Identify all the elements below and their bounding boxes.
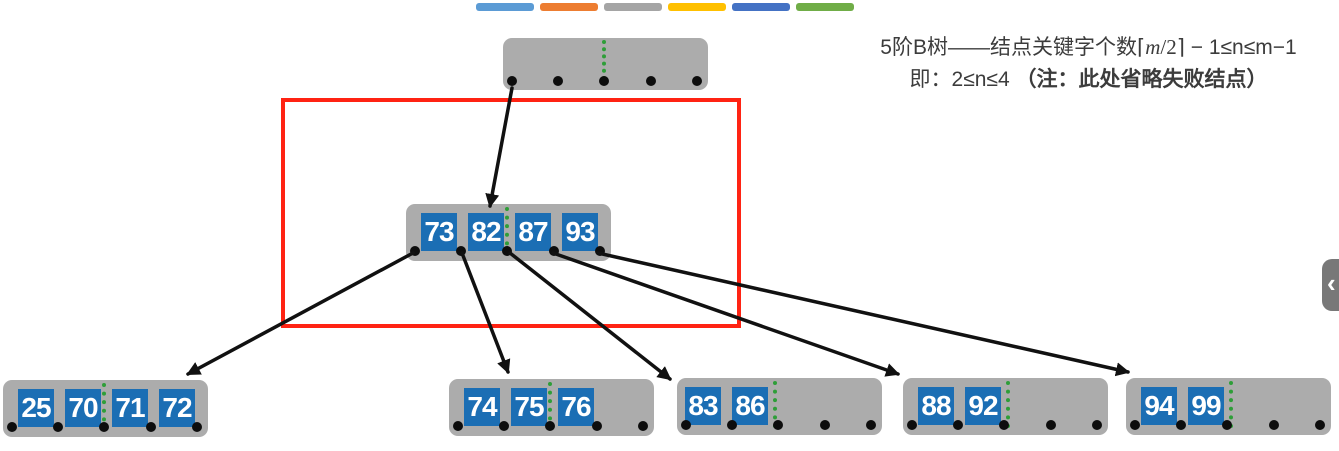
child-pointer-dot	[499, 421, 509, 431]
child-pointer-dot	[1269, 420, 1279, 430]
caption: 5阶B树——结点关键字个数⌈m/2⌉ − 1≤n≤m−1 即：2≤n≤4 （注：…	[838, 31, 1339, 96]
child-pointer-dot	[592, 421, 602, 431]
child-pointer-dot	[549, 246, 559, 256]
child-pointer-dot	[456, 246, 466, 256]
key-cell: 70	[65, 389, 101, 427]
btree-leaf-node-1: 25 70 71 72	[3, 380, 208, 437]
child-pointer-dot	[99, 422, 109, 432]
key-cell: 25	[18, 389, 54, 427]
child-pointer-dot	[681, 420, 691, 430]
child-pointer-dot	[820, 420, 830, 430]
child-pointer-dot	[866, 420, 876, 430]
btree-leaf-node-2: 74 75 76	[449, 379, 654, 436]
chevron-left-icon: ‹	[1327, 268, 1336, 298]
median-divider-line	[505, 207, 509, 254]
key-cell: 92	[965, 387, 1001, 425]
child-pointer-dot	[453, 421, 463, 431]
child-pointer-dot	[502, 246, 512, 256]
median-divider-line	[1006, 381, 1010, 428]
key-cell: 93	[562, 213, 598, 251]
median-divider-line	[548, 382, 552, 429]
key-cell: 94	[1141, 387, 1177, 425]
child-pointer-dot	[1092, 420, 1102, 430]
child-pointer-dot	[727, 420, 737, 430]
median-divider-line	[773, 381, 777, 428]
child-pointer-dot	[7, 422, 17, 432]
key-cell: 83	[685, 387, 721, 425]
key-cell: 76	[558, 388, 594, 426]
btree-leaf-node-5: 94 99	[1126, 378, 1331, 435]
child-pointer-dot	[599, 76, 609, 86]
color-bar-orange	[540, 3, 598, 11]
key-cell: 86	[732, 387, 768, 425]
child-pointer-dot	[1222, 420, 1232, 430]
child-pointer-dot	[646, 76, 656, 86]
btree-leaf-node-4: 88 92	[903, 378, 1108, 435]
caption-line1: 5阶B树——结点关键字个数⌈m/2⌉ − 1≤n≤m−1	[880, 35, 1297, 59]
color-bar-gray	[604, 3, 662, 11]
child-pointer-dot	[907, 420, 917, 430]
child-pointer-dot	[545, 421, 555, 431]
child-pointer-dot	[595, 246, 605, 256]
btree-root-node	[503, 38, 708, 90]
child-pointer-dot	[146, 422, 156, 432]
child-pointer-dot	[53, 422, 63, 432]
key-cell: 71	[112, 389, 148, 427]
collapse-panel-tab[interactable]: ‹	[1322, 259, 1339, 311]
color-bar-darkblue	[732, 3, 790, 11]
child-pointer-dot	[410, 246, 420, 256]
key-cell: 88	[918, 387, 954, 425]
child-pointer-dot	[192, 422, 202, 432]
key-cell: 74	[464, 388, 500, 426]
child-pointer-dot	[1046, 420, 1056, 430]
theme-color-bars	[476, 3, 854, 11]
color-bar-green	[796, 3, 854, 11]
child-pointer-dot	[507, 76, 517, 86]
child-pointer-dot	[692, 76, 702, 86]
btree-leaf-node-3: 83 86	[677, 378, 882, 435]
child-pointer-dot	[773, 420, 783, 430]
color-bar-blue	[476, 3, 534, 11]
key-cell: 87	[515, 213, 551, 251]
key-cell: 72	[159, 389, 195, 427]
key-cell: 73	[421, 213, 457, 251]
child-pointer-dot	[1130, 420, 1140, 430]
key-cell: 82	[468, 213, 504, 251]
child-pointer-dot	[999, 420, 1009, 430]
key-cell: 75	[511, 388, 547, 426]
median-divider-line	[1229, 381, 1233, 428]
child-pointer-dot	[553, 76, 563, 86]
median-divider-line	[102, 383, 106, 430]
btree-internal-node: 73 82 87 93	[406, 204, 611, 261]
caption-line2: 即：2≤n≤4 （注：此处省略失败结点）	[909, 68, 1268, 91]
child-pointer-dot	[1176, 420, 1186, 430]
child-pointer-dot	[953, 420, 963, 430]
color-bar-yellow	[668, 3, 726, 11]
child-pointer-dot	[1315, 420, 1325, 430]
median-divider-line	[602, 40, 606, 80]
child-pointer-dot	[638, 421, 648, 431]
key-cell: 99	[1188, 387, 1224, 425]
